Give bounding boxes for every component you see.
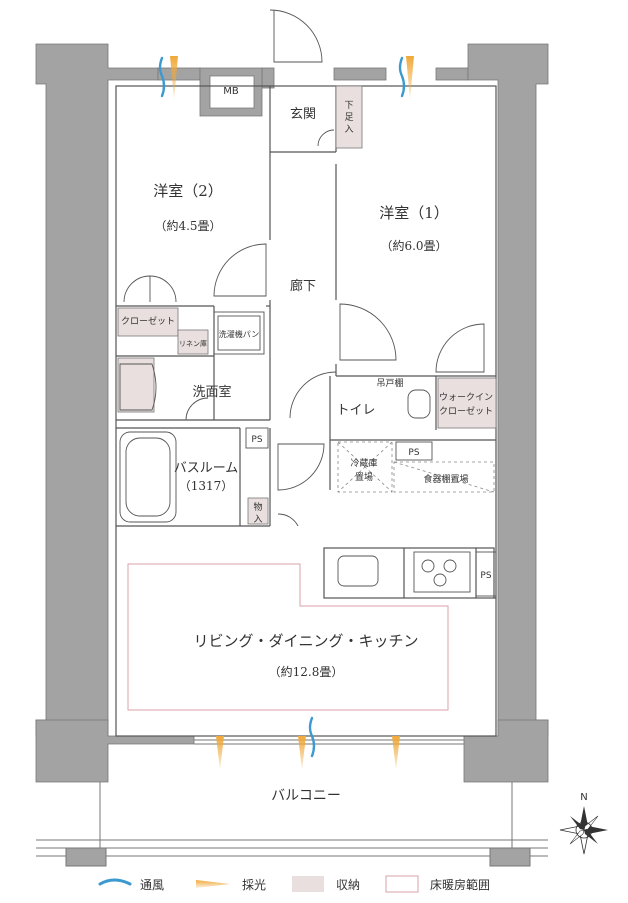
label-fridge-2: 置場 bbox=[355, 471, 373, 483]
label-balcony: バルコニー bbox=[271, 788, 341, 804]
label-washroom: 洗面室 bbox=[192, 384, 231, 400]
label-bathroom-size: （1317） bbox=[179, 479, 234, 493]
label-hanging-shelf: 吊戸棚 bbox=[376, 377, 403, 389]
storage-areas bbox=[117, 85, 497, 525]
label-washer-pan: 洗濯機パン bbox=[219, 329, 259, 339]
balcony-structure bbox=[36, 739, 548, 867]
label-shoe-storage-2: 足 bbox=[344, 112, 353, 123]
label-ldk: リビング・ダイニング・キッチン bbox=[193, 632, 418, 650]
label-shoe-storage-3: 入 bbox=[344, 124, 353, 135]
label-entrance: 玄関 bbox=[290, 107, 316, 122]
legend: 通風 採光 収納 床暖房範囲 bbox=[98, 875, 490, 893]
legend-storage-label: 収納 bbox=[336, 878, 360, 892]
kitchen-sink bbox=[337, 555, 379, 587]
label-ps-toilet: PS bbox=[408, 448, 419, 458]
label-fridge-1: 冷蔵庫 bbox=[350, 457, 377, 469]
label-ldk-size: （約12.8畳） bbox=[269, 664, 344, 679]
label-linen: リネン庫 bbox=[179, 339, 207, 348]
outer-walls bbox=[35, 43, 549, 783]
label-toilet: トイレ bbox=[336, 403, 375, 418]
compass-rose bbox=[559, 806, 608, 855]
label-western-room-2-size: （約4.5畳） bbox=[154, 218, 221, 233]
floor-heating-area bbox=[127, 563, 449, 711]
legend-ventilation-label: 通風 bbox=[140, 878, 164, 892]
legend-storage-swatch bbox=[292, 876, 324, 892]
label-storage-1: 物 bbox=[253, 501, 262, 513]
label-storage-2: 入 bbox=[253, 514, 262, 525]
room-labels: 洋室（2） （約4.5畳） 洋室（1） （約6.0畳） MB 玄関 下 足 入 … bbox=[121, 86, 588, 804]
doors bbox=[123, 9, 485, 527]
label-dish-shelf: 食器棚置場 bbox=[423, 473, 468, 485]
bathtub bbox=[119, 431, 177, 523]
label-shoe-storage-1: 下 bbox=[344, 101, 353, 111]
label-mb: MB bbox=[223, 86, 239, 97]
legend-ventilation-icon bbox=[98, 878, 132, 886]
label-western-room-1-size: （約6.0畳） bbox=[380, 238, 447, 253]
label-western-room-1: 洋室（1） bbox=[379, 204, 449, 222]
label-hallway: 廊下 bbox=[290, 278, 316, 294]
washer-pan bbox=[213, 311, 265, 355]
label-ps-bath: PS bbox=[251, 435, 262, 445]
daylight-markers bbox=[170, 56, 414, 770]
label-walk-in-closet-1: ウォークイン bbox=[439, 392, 493, 403]
ventilation-markers bbox=[158, 56, 406, 758]
label-western-room-2: 洋室（2） bbox=[153, 182, 223, 200]
label-closet: クローゼット bbox=[121, 315, 175, 327]
label-ps-kitchen: PS bbox=[480, 571, 491, 581]
legend-daylight-label: 採光 bbox=[242, 878, 266, 892]
stove bbox=[413, 551, 471, 593]
legend-daylight-icon bbox=[196, 880, 230, 888]
appliance-spaces bbox=[337, 441, 495, 493]
toilet-bowl bbox=[407, 389, 431, 419]
fixtures bbox=[119, 311, 497, 597]
label-bathroom: バスルーム bbox=[174, 461, 239, 476]
legend-heating-swatch bbox=[385, 875, 419, 893]
compass-north-label: N bbox=[580, 792, 587, 803]
legend-heating-label: 床暖房範囲 bbox=[430, 877, 490, 892]
label-walk-in-closet-2: クローゼット bbox=[439, 405, 493, 417]
wash-basin bbox=[119, 363, 157, 411]
